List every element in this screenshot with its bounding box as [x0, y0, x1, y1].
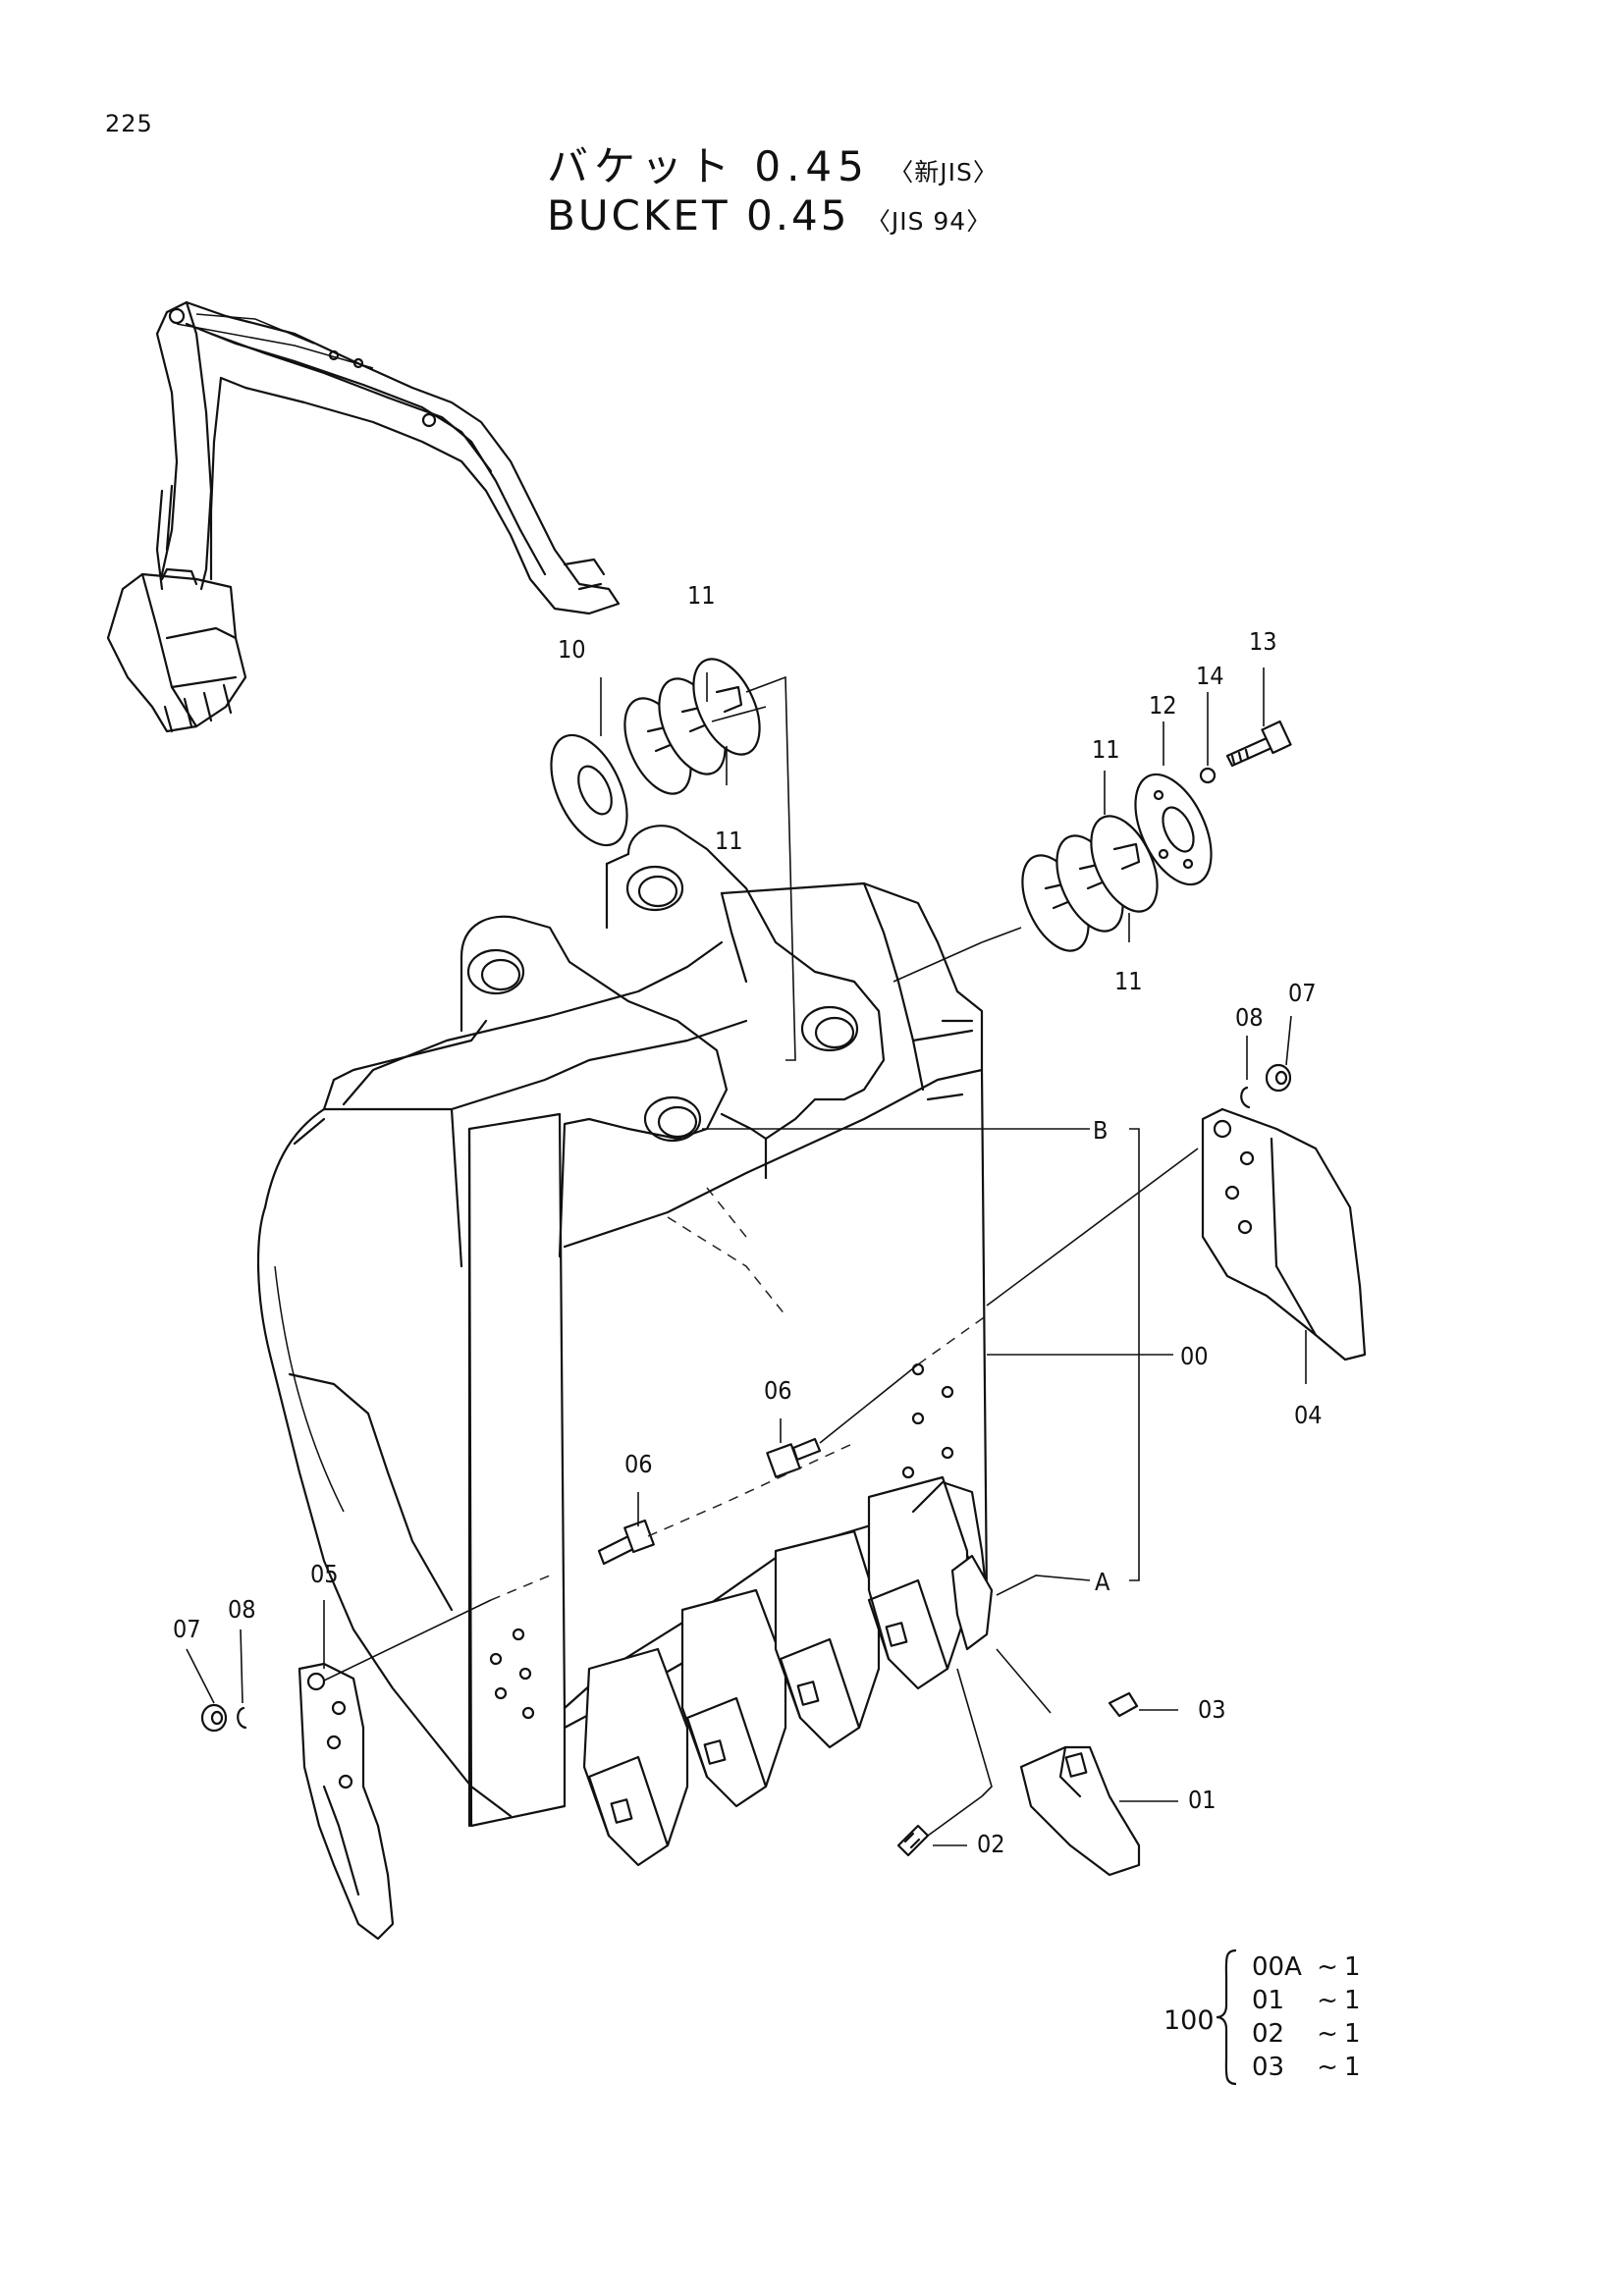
part-labels: 11 10 11 13 14 12 11 11 07 08 B 00 04 06… [173, 581, 1323, 1858]
kit-items: 00A ~1 01 ~1 02 ~1 03 ~1 [1252, 1950, 1361, 2084]
title-japanese: バケット 0.45 〈新JIS〉 [547, 133, 999, 193]
washer-14 [1199, 767, 1217, 784]
label-06-lower: 06 [624, 1450, 653, 1478]
kit-item: 00A ~1 [1252, 1950, 1361, 1984]
kit-item-code: 00A [1252, 1952, 1302, 1982]
page-number: 225 [105, 110, 153, 137]
leader-lines [186, 667, 1307, 1846]
label-10: 10 [558, 635, 586, 664]
title-english-main: BUCKET 0.45 [547, 191, 850, 240]
label-05: 05 [310, 1560, 339, 1588]
label-07-right: 07 [1288, 979, 1317, 1007]
washer-08-left [237, 1706, 247, 1730]
label-07-left: 07 [173, 1615, 201, 1643]
kit-contents: 100 00A ~1 01 ~1 02 ~1 03 ~1 [1163, 1949, 1399, 2096]
kit-item-qty: 1 [1344, 1986, 1361, 2015]
kit-item-sep: ~ [1317, 2019, 1338, 2049]
label-ref-b: B [1093, 1116, 1108, 1145]
kit-number: 100 [1163, 2005, 1215, 2036]
bolt-06-upper [766, 1437, 822, 1478]
label-06-upper: 06 [764, 1376, 792, 1405]
kit-item-qty: 1 [1344, 2019, 1361, 2049]
kit-item-sep: ~ [1317, 1952, 1338, 1982]
title-japanese-note: 〈新JIS〉 [889, 158, 999, 187]
label-08-right: 08 [1235, 1003, 1264, 1032]
title-english: BUCKET 0.45 〈JIS 94〉 [547, 191, 992, 240]
side-cutter-left [298, 1662, 395, 1941]
label-08-left: 08 [228, 1595, 256, 1624]
side-cutter-right [1201, 1107, 1367, 1362]
tooth-point-01 [1019, 1745, 1141, 1877]
kit-brace [1216, 1949, 1237, 2086]
title-english-note: 〈JIS 94〉 [865, 207, 993, 236]
kit-item-code: 01 [1252, 1986, 1285, 2015]
bolt-06-lower [597, 1519, 655, 1566]
label-14: 14 [1196, 662, 1224, 690]
pin-02 [896, 1824, 930, 1857]
label-11-top: 11 [687, 581, 716, 610]
kit-item: 01 ~1 [1252, 1984, 1361, 2017]
label-13: 13 [1249, 627, 1277, 656]
label-11-right-lower: 11 [1114, 967, 1143, 995]
label-12: 12 [1149, 691, 1177, 720]
label-00: 00 [1180, 1342, 1209, 1370]
label-01: 01 [1188, 1786, 1217, 1814]
label-03: 03 [1198, 1695, 1226, 1724]
excavator-arm-illustration [106, 300, 621, 733]
label-04: 04 [1294, 1401, 1323, 1429]
kit-item-sep: ~ [1317, 2053, 1338, 2082]
bolt-13 [1225, 720, 1292, 768]
label-ref-a: A [1095, 1568, 1110, 1596]
label-11-left-lower: 11 [715, 827, 743, 855]
shim-plates-left [550, 658, 761, 847]
nut-07-right [1265, 1063, 1292, 1093]
shim-plates-right [1021, 773, 1213, 952]
kit-item-code: 03 [1252, 2053, 1285, 2082]
label-11-right-top: 11 [1092, 735, 1120, 764]
kit-item: 03 ~1 [1252, 2051, 1361, 2084]
kit-item-code: 02 [1252, 2019, 1285, 2049]
kit-item: 02 ~1 [1252, 2017, 1361, 2051]
kit-item-sep: ~ [1317, 1986, 1338, 2015]
kit-item-qty: 1 [1344, 2053, 1361, 2082]
nut-07-left [200, 1703, 228, 1733]
washer-08-right [1240, 1086, 1251, 1109]
kit-item-qty: 1 [1344, 1952, 1361, 1982]
title-japanese-main: バケット 0.45 [547, 142, 870, 190]
bucket-teeth [582, 1475, 994, 1867]
lock-03 [1108, 1691, 1139, 1718]
label-02: 02 [977, 1830, 1005, 1858]
